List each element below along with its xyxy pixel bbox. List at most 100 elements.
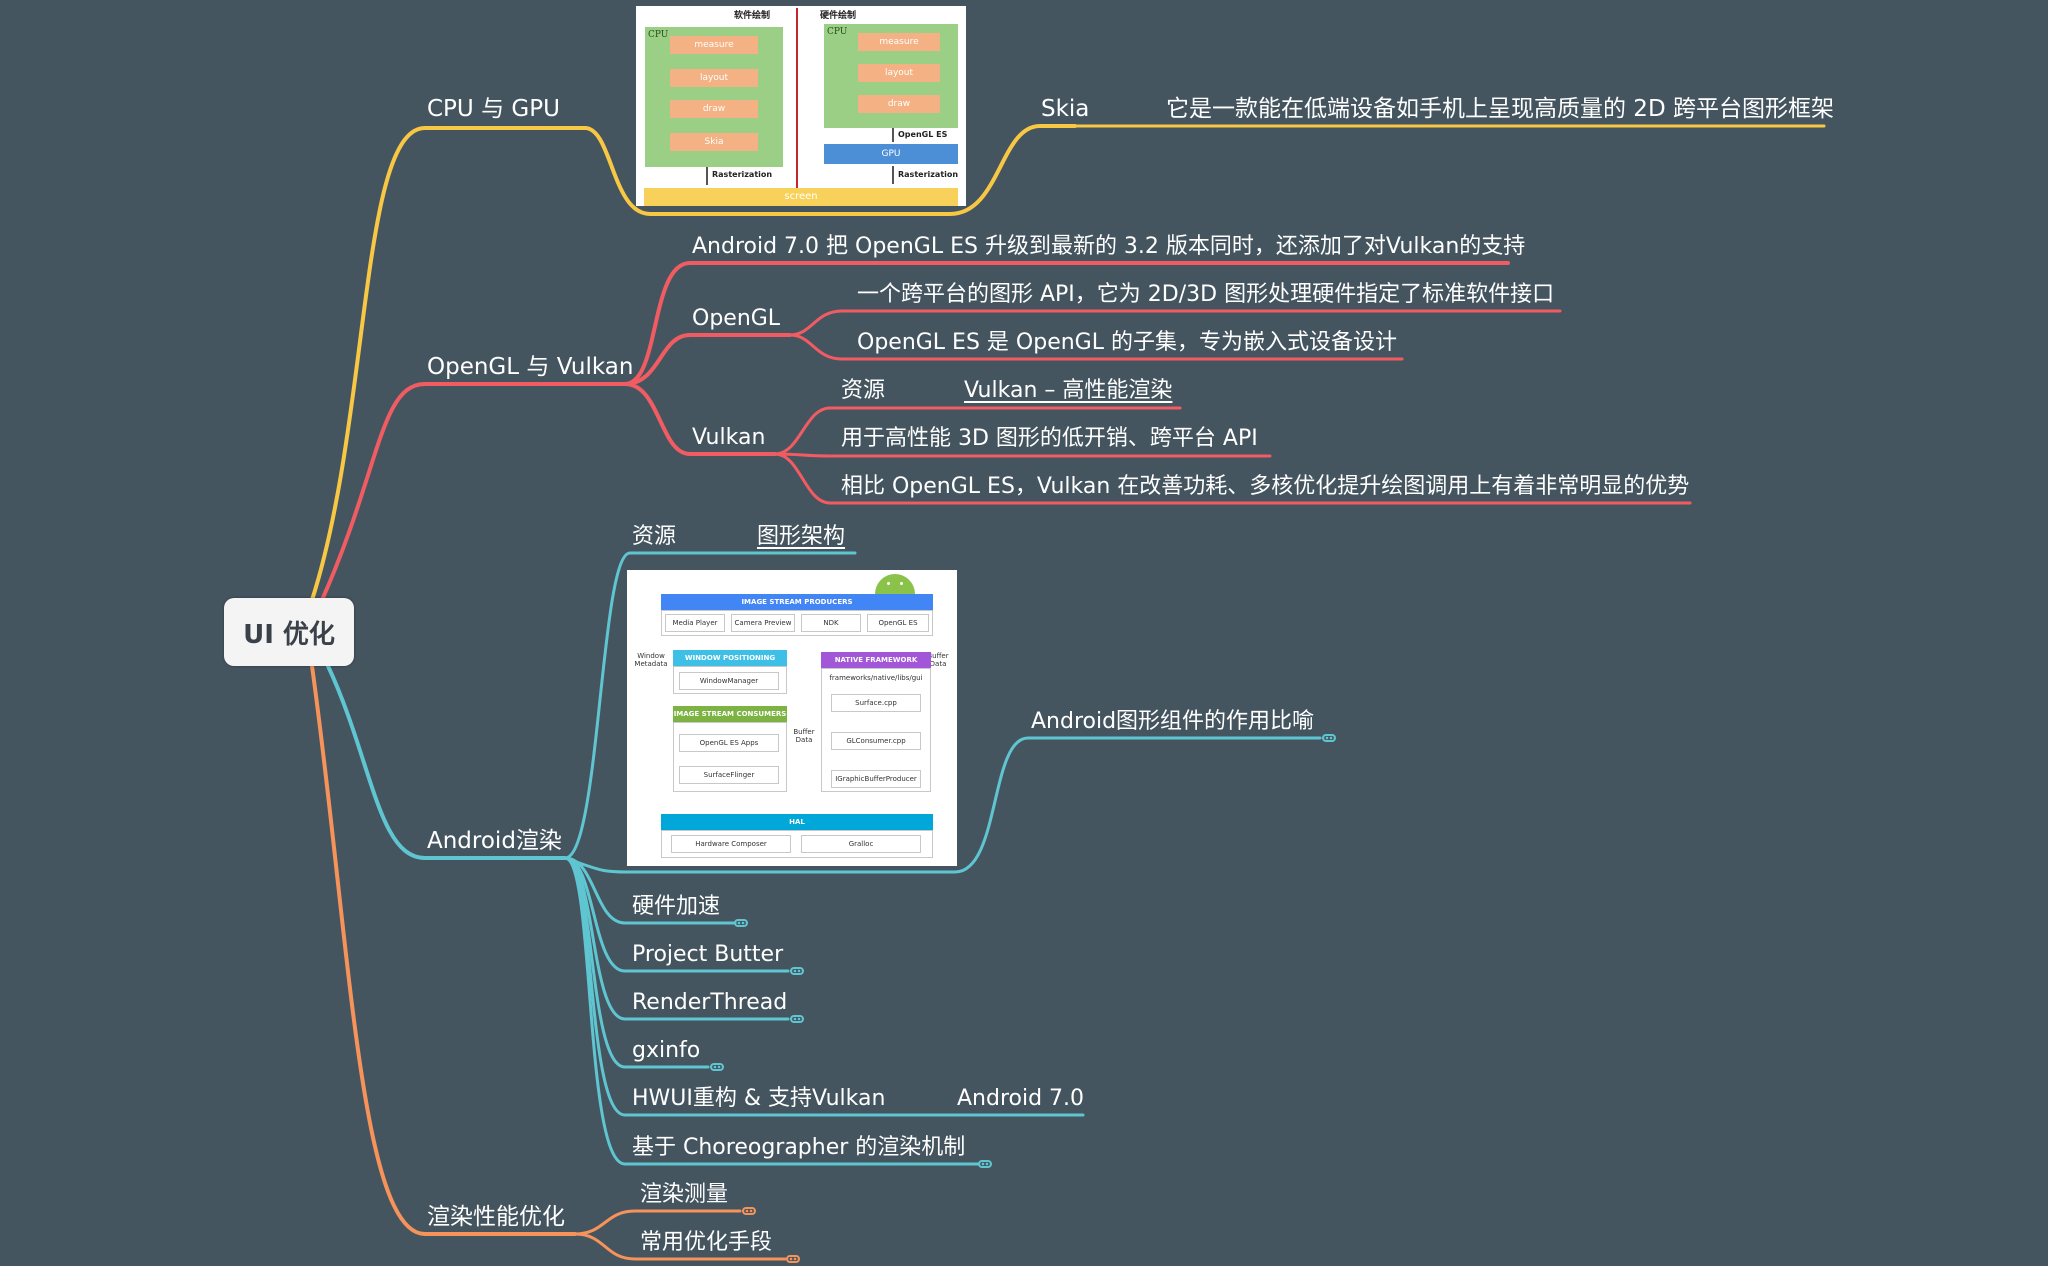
- hwui-vulkan-node[interactable]: HWUI重构 & 支持Vulkan: [632, 1086, 886, 1111]
- graphics-architecture-figure: IMAGE STREAM PRODUCERS Media Player Came…: [627, 570, 957, 866]
- software-caption: 软件绘制: [734, 11, 771, 21]
- connector-common-optimize: [573, 1232, 787, 1261]
- consumer-opengl-es-apps: OpenGL ES Apps: [679, 734, 779, 752]
- buffer-data-note-right: Buffer Data: [927, 652, 949, 668]
- consumers-frame: [673, 722, 787, 792]
- project-butter-collapse-toggle[interactable]: [790, 967, 804, 975]
- connector-vulkan-item1: [773, 452, 1272, 458]
- producer-ndk: NDK: [801, 614, 861, 632]
- hal-hardware-composer: Hardware Composer: [671, 835, 791, 853]
- native-surface-cpp: Surface.cpp: [831, 694, 921, 712]
- window-metadata-note: Window Metadata: [634, 652, 668, 668]
- connector-cpu-gpu: [310, 126, 587, 602]
- software-step-measure: measure: [670, 36, 758, 54]
- figure-divider: [796, 8, 798, 188]
- window-manager-box: WindowManager: [679, 672, 779, 690]
- vulkan-resource-link[interactable]: Vulkan – 高性能渲染: [964, 378, 1173, 403]
- window-positioning-frame: [673, 666, 787, 694]
- project-butter-node[interactable]: Project Butter: [632, 942, 784, 967]
- hw-acceleration-collapse-toggle[interactable]: [734, 919, 748, 927]
- software-cpu-label: CPU: [648, 30, 669, 40]
- hardware-step-measure: measure: [858, 33, 940, 51]
- connector-vulkan-resource: [773, 406, 1182, 456]
- native-path: frameworks/native/libs/gui: [829, 674, 923, 682]
- software-rasterization: Rasterization: [712, 170, 773, 179]
- skia-description[interactable]: 它是一款能在低端设备如手机上呈现高质量的 2D 跨平台图形框架: [1166, 96, 1834, 122]
- hal-gralloc: Gralloc: [801, 835, 921, 853]
- choreographer-collapse-toggle[interactable]: [978, 1160, 992, 1168]
- branch-opengl-vulkan[interactable]: OpenGL 与 Vulkan: [427, 354, 634, 380]
- gpu-box: GPU: [824, 144, 958, 164]
- software-step-skia: Skia: [670, 133, 758, 151]
- hal-frame: [661, 830, 933, 858]
- cpu-gpu-figure: 软件绘制 硬件绘制 CPU measure layout draw Skia R…: [636, 6, 966, 206]
- gxinfo-collapse-toggle[interactable]: [710, 1063, 724, 1071]
- choreographer-node[interactable]: 基于 Choreographer 的渲染机制: [632, 1135, 966, 1160]
- producer-opengl-es: OpenGL ES: [867, 614, 929, 632]
- buffer-data-note-middle: Buffer Data: [793, 728, 815, 744]
- opengl-item-2[interactable]: OpenGL ES 是 OpenGL 的子集，专为嵌入式设备设计: [857, 330, 1397, 355]
- android-resource-label[interactable]: 资源: [632, 524, 677, 549]
- connector-android7: [623, 261, 1510, 386]
- gxinfo-node[interactable]: gxinfo: [632, 1038, 701, 1063]
- android7-opengl-note[interactable]: Android 7.0 把 OpenGL ES 升级到最新的 3.2 版本同时，…: [692, 234, 1526, 259]
- connector-android-resource: [563, 551, 857, 860]
- connector-opengl: [623, 333, 792, 386]
- hw-acceleration-node[interactable]: 硬件加速: [632, 894, 721, 919]
- connector-choreographer: [563, 856, 980, 1166]
- hardware-rasterization: Rasterization: [898, 170, 959, 179]
- hardware-cpu-label: CPU: [827, 27, 848, 37]
- producer-camera-preview: Camera Preview: [731, 614, 795, 632]
- hardware-arrow-1: [892, 128, 894, 142]
- hwui-android-version[interactable]: Android 7.0: [957, 1086, 1085, 1111]
- connector-figure1: [583, 124, 1077, 216]
- skia-node[interactable]: Skia: [1041, 96, 1090, 122]
- vulkan-resource-label[interactable]: 资源: [841, 378, 886, 403]
- opengl-item-1[interactable]: 一个跨平台的图形 API，它为 2D/3D 图形处理硬件指定了标准软件接口: [857, 282, 1555, 307]
- android-resource-link[interactable]: 图形架构: [757, 524, 846, 549]
- screen-bar: screen: [644, 188, 958, 206]
- connector-render-measure: [573, 1209, 742, 1236]
- producers-frame: [661, 610, 933, 636]
- root-topic[interactable]: UI 优化: [224, 598, 354, 666]
- branch-android-render[interactable]: Android渲染: [427, 828, 562, 854]
- consumers-header: IMAGE STREAM CONSUMERS: [673, 706, 787, 722]
- software-arrow: [706, 167, 708, 185]
- branch-render-perf[interactable]: 渲染性能优化: [427, 1204, 565, 1230]
- metaphor-collapse-toggle[interactable]: [1322, 734, 1336, 742]
- native-framework-frame: [821, 668, 931, 792]
- android-robot-icon: [875, 574, 915, 594]
- software-step-draw: draw: [670, 100, 758, 118]
- common-optimize-node[interactable]: 常用优化手段: [640, 1230, 773, 1255]
- hardware-arrow-2: [892, 166, 894, 184]
- render-measure-collapse-toggle[interactable]: [742, 1207, 756, 1215]
- window-positioning-header: WINDOW POSITIONING: [673, 650, 787, 666]
- connector-android-render: [326, 664, 567, 860]
- native-igraphicbufferproducer: IGraphicBufferProducer: [831, 770, 921, 788]
- renderthread-collapse-toggle[interactable]: [790, 1015, 804, 1023]
- vulkan-item-2[interactable]: 相比 OpenGL ES，Vulkan 在改善功耗、多核优化提升绘图调用上有着非…: [841, 474, 1690, 499]
- software-step-layout: layout: [670, 69, 758, 87]
- connector-vulkan: [623, 382, 777, 456]
- hardware-caption: 硬件绘制: [820, 11, 857, 21]
- native-glconsumer-cpp: GLConsumer.cpp: [831, 732, 921, 750]
- vulkan-item-1[interactable]: 用于高性能 3D 图形的低开销、跨平台 API: [841, 426, 1258, 451]
- vulkan-node[interactable]: Vulkan: [692, 425, 766, 450]
- connector-vulkan-item2: [773, 452, 1692, 505]
- connector-figure2: [563, 736, 1322, 874]
- connector-opengl-item1: [788, 309, 1562, 337]
- renderthread-node[interactable]: RenderThread: [632, 990, 788, 1015]
- render-measure-node[interactable]: 渲染测量: [640, 1182, 729, 1207]
- producers-header: IMAGE STREAM PRODUCERS: [661, 594, 933, 610]
- connector-opengl-item2: [788, 333, 1404, 361]
- hal-header: HAL: [661, 814, 933, 830]
- opengl-node[interactable]: OpenGL: [692, 306, 781, 331]
- hardware-step-draw: draw: [858, 95, 940, 113]
- native-framework-header: NATIVE FRAMEWORK: [821, 652, 931, 668]
- branch-cpu-gpu[interactable]: CPU 与 GPU: [427, 96, 560, 122]
- connector-render-perf: [310, 664, 577, 1236]
- hardware-step-layout: layout: [858, 64, 940, 82]
- common-optimize-collapse-toggle[interactable]: [786, 1255, 800, 1263]
- graphics-metaphor-node[interactable]: Android图形组件的作用比喻: [1031, 709, 1315, 734]
